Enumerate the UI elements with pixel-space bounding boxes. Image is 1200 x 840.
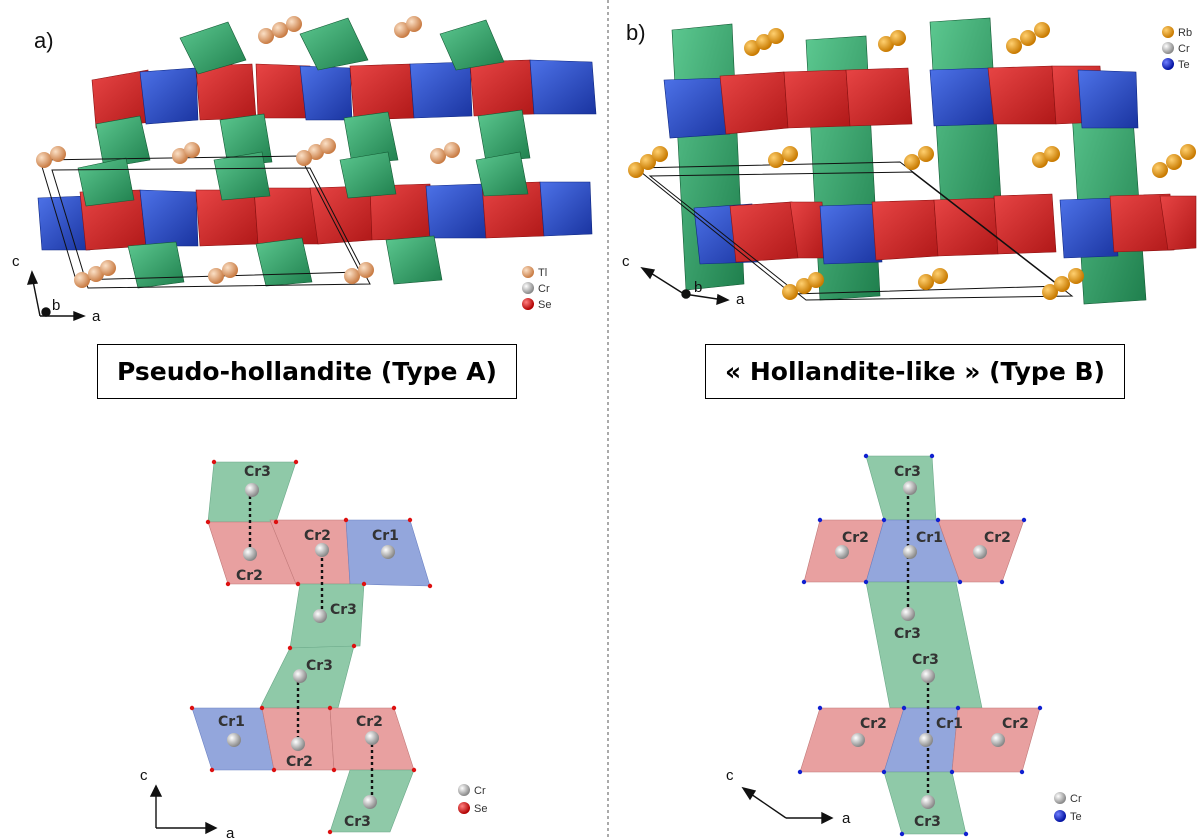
panel-b-axis-b: b (694, 279, 702, 296)
panel-a-axis-c: c (12, 253, 20, 270)
panel-b-title: « Hollandite-like » (Type B) (705, 344, 1125, 399)
panel-a-axes (26, 270, 86, 322)
panel-a-cr-label-8: Cr2 (286, 754, 313, 770)
panel-b-legend-cr: Cr (1178, 43, 1190, 55)
panel-b-cr-label-1: Cr3 (894, 464, 921, 480)
panel-a-lower-band (37, 151, 593, 289)
panel-b-structure: b) (622, 17, 1197, 308)
panel-a-cr-label-5: Cr3 (330, 602, 357, 618)
panel-a-legend-se: Se (538, 299, 551, 311)
panel-a-cr-label-9: Cr2 (356, 714, 383, 730)
panel-b-axis-a: a (736, 291, 745, 308)
panel-a-bottom-legend-cr: Cr (474, 785, 486, 797)
panel-a-axis-b: b (52, 297, 60, 314)
panel-a-cr-label-6: Cr3 (306, 658, 333, 674)
panel-a-tl-atoms (36, 16, 460, 288)
panel-b-legend-rb: Rb (1178, 27, 1192, 39)
panel-a-structure: a) (12, 16, 597, 325)
panel-a-chain: Cr3 Cr2 Cr2 Cr1 Cr3 Cr3 Cr1 Cr2 Cr2 Cr3 … (140, 459, 487, 840)
panel-a-letter: a) (34, 28, 54, 53)
panel-b-letter: b) (626, 20, 646, 45)
panel-b-chain: Cr3 Cr2 Cr1 Cr2 Cr3 Cr3 Cr2 Cr1 Cr2 Cr3 … (726, 453, 1082, 837)
panel-b-axis-c: c (622, 253, 630, 270)
panel-a-legend-cr: Cr (538, 283, 550, 295)
panel-a-axis-a: a (92, 308, 101, 325)
panel-a-bottom-axis-c: c (140, 767, 148, 784)
panel-a-bottom-legend-se: Se (474, 803, 487, 815)
panel-b-cr-label-7: Cr2 (860, 716, 887, 732)
panel-a-bottom-axis-a: a (226, 825, 235, 840)
panel-b-bottom-legend-te: Te (1070, 811, 1082, 823)
panel-a-cr-label-1: Cr3 (244, 464, 271, 480)
panel-b-legend-te: Te (1178, 59, 1190, 71)
panel-a-cr-label-7: Cr1 (218, 714, 245, 730)
panel-b-bottom-legend-cr: Cr (1070, 793, 1082, 805)
panel-b-cr-label-2: Cr2 (842, 530, 869, 546)
panel-b-cr-label-4: Cr2 (984, 530, 1011, 546)
panel-a-upper-band (91, 17, 597, 169)
panel-b-cr-label-10: Cr3 (914, 814, 941, 830)
panel-a-cr-label-10: Cr3 (344, 814, 371, 830)
panel-a-legend (522, 266, 534, 310)
panel-a-cr-label-2: Cr2 (236, 568, 263, 584)
panel-b-bottom-axis-a: a (842, 810, 851, 827)
panel-b-bottom-axis-c: c (726, 767, 734, 784)
panel-b-cr-label-3: Cr1 (916, 530, 943, 546)
panel-a-cr-label-4: Cr1 (372, 528, 399, 544)
panel-b-cr-label-8: Cr1 (936, 716, 963, 732)
panel-b-cr-label-9: Cr2 (1002, 716, 1029, 732)
panel-b-cr-label-5: Cr3 (894, 626, 921, 642)
panel-a-title: Pseudo-hollandite (Type A) (97, 344, 517, 399)
panel-a-legend-tl: Tl (538, 267, 547, 279)
panel-a-cr-label-3: Cr2 (304, 528, 331, 544)
panel-b-cr-label-6: Cr3 (912, 652, 939, 668)
